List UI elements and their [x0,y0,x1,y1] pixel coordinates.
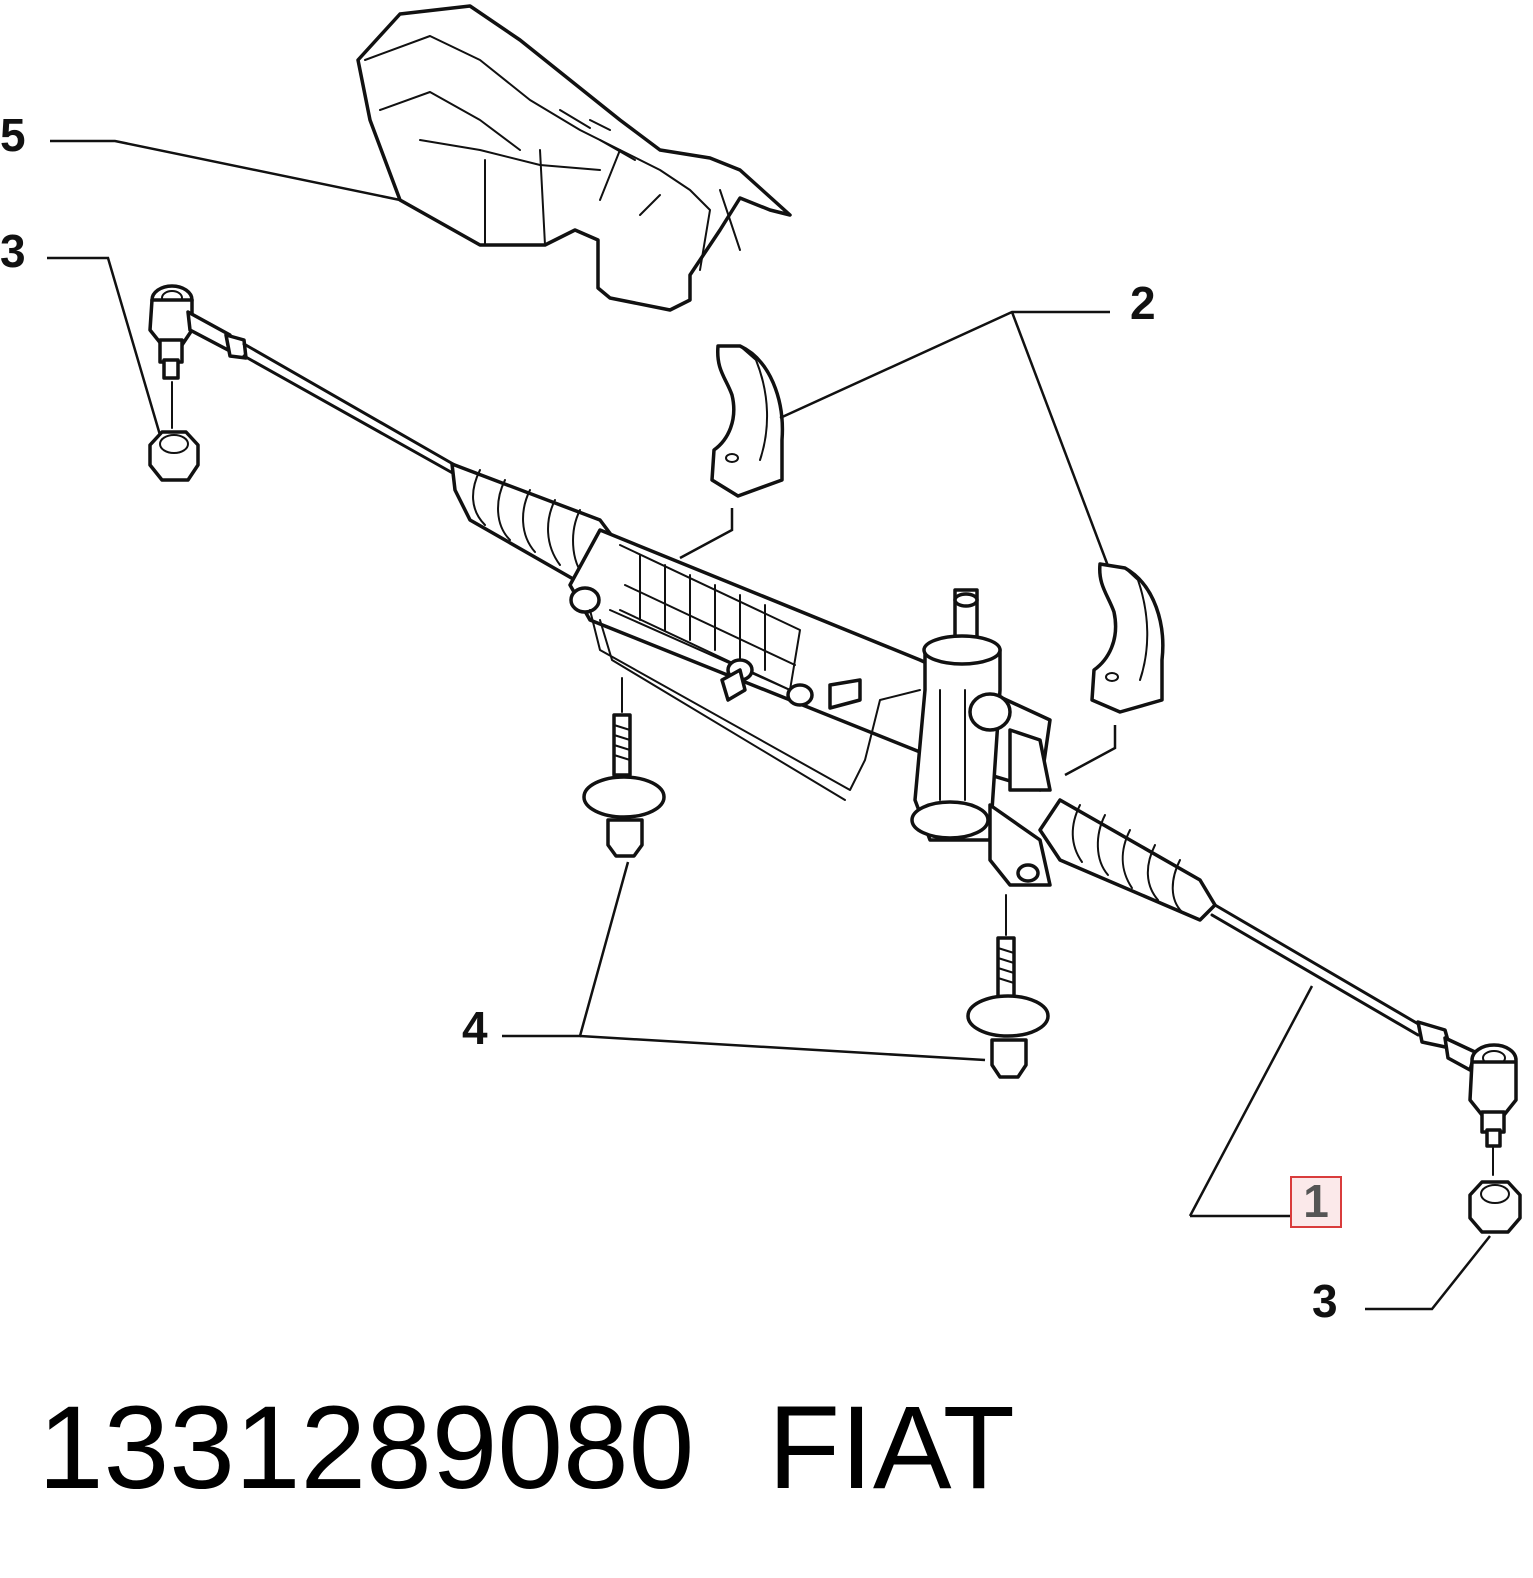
callout-5: 5 [0,109,26,161]
clamp-bracket-lower [1090,562,1165,714]
pinion-housing [910,588,1052,887]
nut-left [148,381,200,482]
mounting-bolt-right [966,894,1050,1079]
heat-shield-part-5 [356,4,792,312]
leader-lines [47,139,1491,1311]
part-number: 1331289080 [38,1382,695,1514]
callout-2: 2 [1130,277,1156,329]
callout-3-bottom: 3 [1312,1275,1338,1327]
callout-4: 4 [462,1002,488,1054]
boot-right [1038,798,1217,922]
nut-right [1468,1147,1522,1234]
callout-1[interactable]: 1 [1303,1175,1329,1227]
brand-name: FIAT [768,1382,1015,1514]
tie-rod-end-left [148,284,248,380]
clamp-bracket-upper [710,344,785,498]
callout-1-highlight-box[interactable] [1290,1176,1342,1228]
callout-3-top: 3 [0,225,26,277]
tie-rod-end-right [1416,1020,1518,1148]
mounting-bolt-left [582,677,666,858]
